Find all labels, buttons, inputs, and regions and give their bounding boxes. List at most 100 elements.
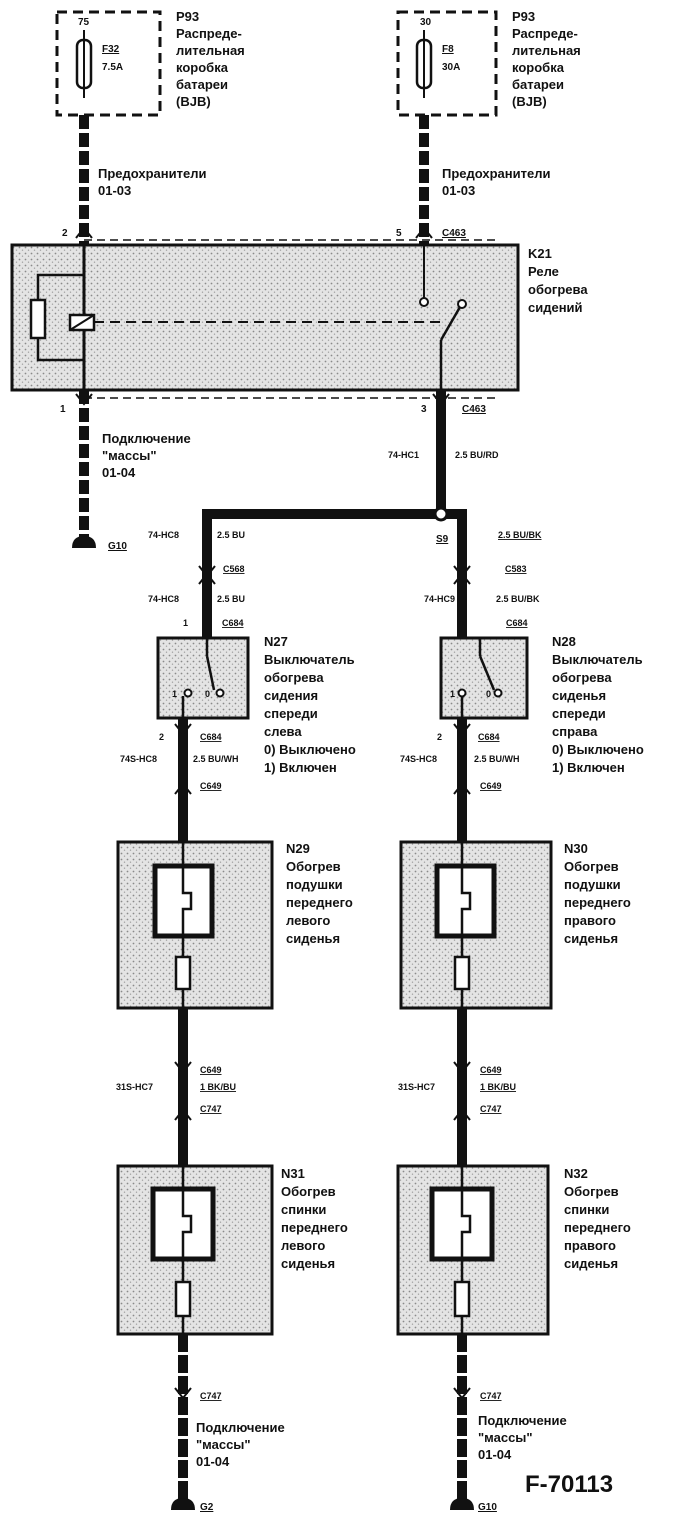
svg-text:1: 1 xyxy=(450,689,455,699)
svg-text:левого: левого xyxy=(286,913,330,928)
svg-text:справа: справа xyxy=(552,724,598,739)
left-feed-spec-2: 2.5 BU xyxy=(217,594,245,604)
switch-n27: 1 0 xyxy=(156,636,250,720)
svg-text:сиденья: сиденья xyxy=(564,1256,618,1271)
svg-text:Обогрев: Обогрев xyxy=(564,1184,619,1199)
svg-text:сиденья: сиденья xyxy=(281,1256,335,1271)
svg-text:Распреде-: Распреде- xyxy=(176,26,242,41)
svg-text:слева: слева xyxy=(264,724,302,739)
svg-text:правого: правого xyxy=(564,1238,616,1253)
wire-splice-bus xyxy=(202,509,467,562)
relay-resistor xyxy=(29,298,47,340)
main-circuit: 74-HC1 xyxy=(388,450,419,460)
ground-top-ref: G10 xyxy=(108,541,127,552)
ground-right-symbol xyxy=(450,1498,474,1510)
ground-top-label: Подключение "массы" 01-04 xyxy=(102,431,191,480)
svg-text:1) Включен: 1) Включен xyxy=(264,760,337,775)
svg-text:подушки: подушки xyxy=(286,877,343,892)
svg-text:K21: K21 xyxy=(528,246,552,261)
right-switch-circuit: 74S-HC8 xyxy=(400,754,437,764)
relay-conn-top: C463 xyxy=(442,228,466,239)
heater-n30-label: N30 Обогрев подушки переднего правого си… xyxy=(564,841,631,946)
right-mid-spec: 1 BK/BU xyxy=(480,1082,516,1092)
fuse-left-note: Предохранители 01-03 xyxy=(98,166,206,198)
left-switch-out-pin: 2 xyxy=(159,732,164,742)
left-switch-out-conn: C684 xyxy=(200,732,222,742)
svg-text:Обогрев: Обогрев xyxy=(281,1184,336,1199)
left-switch-spec: 2.5 BU/WH xyxy=(193,754,239,764)
svg-text:спинки: спинки xyxy=(564,1202,609,1217)
right-mid-conn-1: C649 xyxy=(480,1065,502,1075)
svg-text:0: 0 xyxy=(205,689,210,699)
fuse-right-id: F8 xyxy=(442,44,454,55)
splice-s9 xyxy=(433,506,449,522)
svg-text:N27: N27 xyxy=(264,634,288,649)
svg-text:P93: P93 xyxy=(512,9,535,24)
svg-text:Подключение: Подключение xyxy=(102,431,191,446)
svg-text:обогрева: обогрева xyxy=(528,282,588,297)
svg-text:N32: N32 xyxy=(564,1166,588,1181)
svg-text:P93: P93 xyxy=(176,9,199,24)
svg-text:01-04: 01-04 xyxy=(196,1454,230,1469)
svg-text:спинки: спинки xyxy=(281,1202,326,1217)
fuse-left-rating: 7.5A xyxy=(102,62,123,73)
svg-text:"массы": "массы" xyxy=(478,1430,533,1445)
right-switch-conn-in: C684 xyxy=(506,618,528,628)
svg-text:обогрева: обогрева xyxy=(552,670,612,685)
left-feed-conn: C568 xyxy=(223,564,245,574)
relay-contact xyxy=(439,306,462,341)
svg-text:01-03: 01-03 xyxy=(442,183,475,198)
svg-text:Выключатель: Выключатель xyxy=(552,652,643,667)
svg-text:переднего: переднего xyxy=(564,1220,631,1235)
heater-n32 xyxy=(396,1164,550,1336)
main-spec: 2.5 BU/RD xyxy=(455,450,499,460)
right-switch-out-conn: C684 xyxy=(478,732,500,742)
svg-text:коробка: коробка xyxy=(176,60,229,75)
right-feed-conn: C583 xyxy=(505,564,527,574)
svg-text:Подключение: Подключение xyxy=(478,1413,567,1428)
svg-text:"массы": "массы" xyxy=(102,448,157,463)
heater-n29 xyxy=(116,840,274,1010)
svg-text:"массы": "массы" xyxy=(196,1437,251,1452)
svg-text:коробка: коробка xyxy=(512,60,565,75)
left-ground-conn: C747 xyxy=(200,1391,222,1401)
relay-k21-box xyxy=(10,243,520,392)
left-mid-conn-1: C649 xyxy=(200,1065,222,1075)
svg-text:Обогрев: Обогрев xyxy=(564,859,619,874)
svg-text:(BJB): (BJB) xyxy=(176,94,211,109)
heater-n31-label: N31 Обогрев спинки переднего левого сиде… xyxy=(281,1166,348,1271)
left-feed-pin: 1 xyxy=(183,618,188,628)
svg-text:сидений: сидений xyxy=(528,300,583,315)
heater-n31 xyxy=(116,1164,274,1336)
relay-label: K21 Реле обогрева сидений xyxy=(528,246,588,315)
figure-code: F-70113 xyxy=(525,1471,613,1498)
svg-text:N29: N29 xyxy=(286,841,310,856)
right-mid-circuit: 31S-HC7 xyxy=(398,1082,435,1092)
svg-text:левого: левого xyxy=(281,1238,325,1253)
ground-top-symbol xyxy=(72,536,96,548)
svg-text:N30: N30 xyxy=(564,841,588,856)
svg-text:N31: N31 xyxy=(281,1166,305,1181)
ground-right-ref: G10 xyxy=(478,1502,497,1513)
svg-text:сидения: сидения xyxy=(264,688,318,703)
heater-n30 xyxy=(399,840,553,1010)
svg-text:01-04: 01-04 xyxy=(478,1447,512,1462)
relay-pin-5: 5 xyxy=(396,228,402,239)
ground-left-label: Подключение "массы" 01-04 xyxy=(196,1420,285,1469)
fuse-box-left: 75 F32 7.5A xyxy=(55,10,162,117)
svg-text:сиденья: сиденья xyxy=(286,931,340,946)
svg-text:переднего: переднего xyxy=(281,1220,348,1235)
left-switch-conn-in: C684 xyxy=(222,618,244,628)
svg-text:переднего: переднего xyxy=(286,895,353,910)
splice-label: S9 xyxy=(436,534,449,545)
left-feed-spec-1: 2.5 BU xyxy=(217,530,245,540)
fuse-box-right: 30 F8 30A xyxy=(396,10,498,117)
svg-text:сиденья: сиденья xyxy=(552,688,606,703)
right-feed-pin: 1 xyxy=(460,618,465,628)
svg-text:батареи: батареи xyxy=(512,77,564,92)
switch-n27-label: N27 Выключатель обогрева сидения спереди… xyxy=(264,634,356,775)
ground-left-ref: G2 xyxy=(200,1502,214,1513)
right-switch-spec: 2.5 BU/WH xyxy=(474,754,520,764)
right-switch-out-pin: 2 xyxy=(437,732,442,742)
